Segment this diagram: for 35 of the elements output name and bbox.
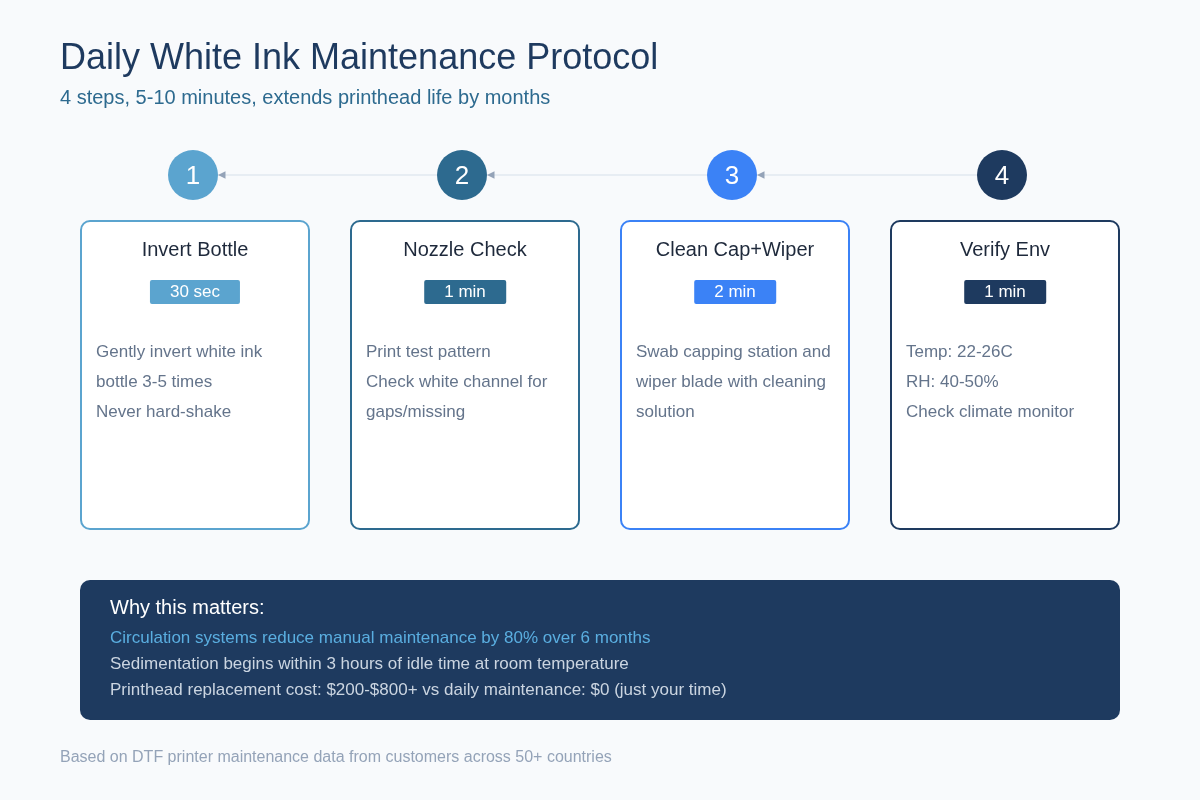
step-description: Check climate monitor [906,401,1076,423]
step-card [620,220,850,530]
footnote: Based on DTF printer maintenance data from customers across 50+ countries [60,748,612,766]
info-panel [80,580,1120,720]
step-number-circle: 2 [437,150,487,200]
panel-text: Printhead replacement cost: $200-$800+ vs daily maintenance: $0 (just your time) [110,679,728,701]
step-number-circle: 3 [707,150,757,200]
step-description: Temp: 22-26C [906,341,1014,363]
arrow [486,171,708,179]
step-title: Nozzle Check [402,238,528,261]
panel-heading: Why this matters: [110,596,266,619]
duration-badge: 30 sec [149,280,241,304]
panel-text: Circulation systems reduce manual maintenance by 80% over 6 months [110,627,652,649]
subtitle: 4 steps, 5-10 minutes, extends printhead life by months [60,86,551,109]
step-card [350,220,580,530]
step-description: RH: 40-50% [906,371,1000,393]
step-description: Swab capping station and wiper blade with cleaning solution [636,341,832,423]
step-description: Check white channel for gaps/missing [366,371,549,423]
step-number-circle: 4 [977,150,1027,200]
duration-badge: 1 min [424,280,506,304]
duration-badge: 1 min [964,280,1046,304]
step-card [80,220,310,530]
arrow [217,171,438,179]
diagram-title: Daily White Ink Maintenance Protocol [60,36,659,78]
step-description: Never hard-shake [96,401,233,423]
panel-text: Sedimentation begins within 3 hours of idle time at room temperature [110,653,630,675]
duration-badge: 2 min [694,280,776,304]
arrow [756,171,978,179]
step-title: Clean Cap+Wiper [654,238,816,261]
step-description: Print test pattern [366,341,492,363]
step-number-circle: 1 [168,150,218,200]
step-title: Invert Bottle [140,238,250,261]
step-description: Gently invert white ink bottle 3-5 times [96,341,264,393]
step-card [890,220,1120,530]
step-title: Verify Env [958,238,1051,261]
